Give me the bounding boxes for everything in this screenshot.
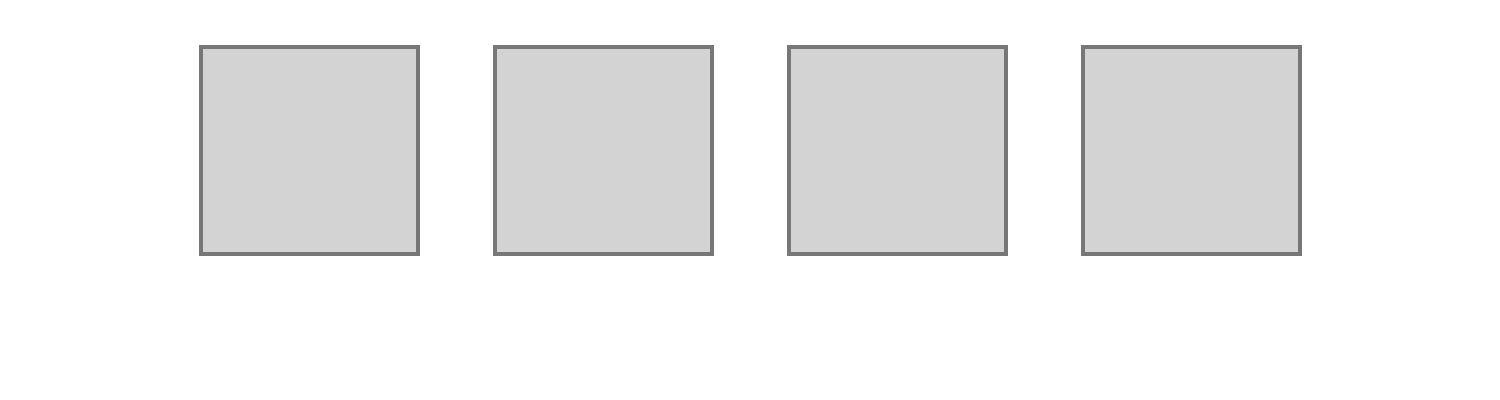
gray-square-tile — [1081, 45, 1302, 256]
gray-square-tile — [493, 45, 714, 256]
gray-square-tile — [199, 45, 420, 256]
gray-square-tile — [787, 45, 1008, 256]
